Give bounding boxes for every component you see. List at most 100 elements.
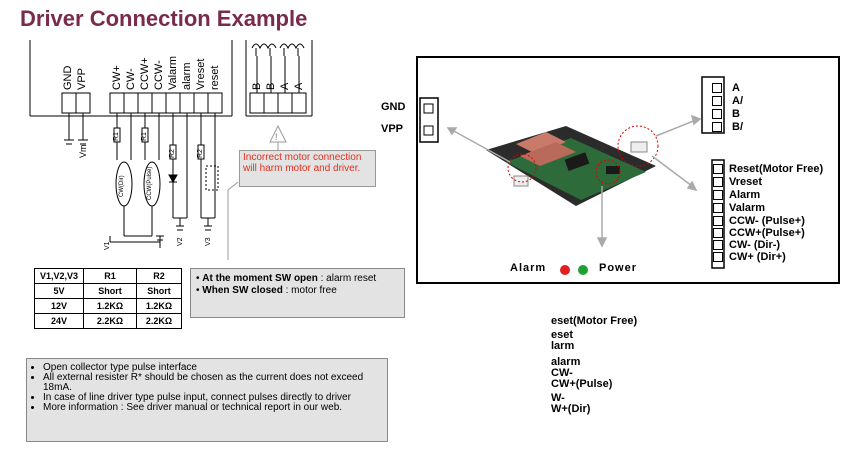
heatsink-fin-1 <box>516 132 566 154</box>
table-cell: 24V <box>34 313 84 329</box>
table-row: 24V 2.2KΩ 2.2KΩ <box>34 313 182 329</box>
label-motor-b1: B <box>251 82 263 90</box>
pin-vreset <box>713 177 723 187</box>
board-pin-label-cw-plus: CW+ (Dir+) <box>729 251 786 263</box>
alarm-label: Alarm <box>510 262 547 274</box>
label-v3: V3 <box>205 237 212 246</box>
stray-label: eset(Motor Free) <box>551 315 638 327</box>
stray-label: W+(Dir) <box>551 403 591 415</box>
table-cell: 1.2KΩ <box>136 298 182 314</box>
label-r1-b: R1 <box>141 132 148 141</box>
highlight-leds <box>595 159 621 185</box>
board-pin-label-alarm: Alarm <box>729 189 761 201</box>
board-pin-label-ccw-plus: CCW+(Pulse+) <box>729 227 805 239</box>
terminal-cw-minus <box>123 92 139 114</box>
pin-vpp <box>423 125 434 136</box>
board-pin-label-a-bar: A/ <box>732 95 743 107</box>
list-item: Open collector type pulse interface <box>43 363 383 373</box>
terminal-a1 <box>277 92 293 114</box>
table-header-cell: R1 <box>83 268 137 284</box>
switch-note-closed: • When SW closed : motor free <box>196 285 337 296</box>
board-illustration <box>419 76 725 269</box>
switch-note: • At the moment SW open : alarm reset • … <box>190 268 405 318</box>
pin-ccw-plus <box>713 228 723 238</box>
table-cell: 2.2KΩ <box>83 313 137 329</box>
terminal-a2 <box>291 92 307 114</box>
page-title: Driver Connection Example <box>20 6 308 31</box>
led-symbol <box>168 174 178 184</box>
switch-sw <box>205 165 219 191</box>
pin-gnd <box>423 103 434 114</box>
board-pin-label-vpp: VPP <box>381 123 404 135</box>
stray-label: CW- <box>551 367 573 379</box>
vpp-terminal <box>75 92 91 114</box>
table-header-cell: R2 <box>136 268 182 284</box>
list-item: All external resister R* should be chose… <box>43 373 383 393</box>
board-connector-right <box>630 141 648 153</box>
label-opto-cw: CW(Dir) <box>119 175 125 197</box>
gnd-terminal <box>61 92 77 114</box>
board-pin-label-reset: Reset(Motor Free) <box>729 163 824 175</box>
board-pin-label-gnd: GND <box>381 101 406 113</box>
board-connector-left <box>513 175 529 187</box>
pin-ccw-minus <box>713 216 723 226</box>
pin-a-bar <box>712 96 722 106</box>
label-ccw-plus: CCW+ <box>139 57 151 90</box>
chip <box>564 152 590 172</box>
power-label: Power <box>599 262 638 274</box>
label-motor-a2: A <box>293 82 305 90</box>
table-header-row: V1,V2,V3 R1 R2 <box>34 268 182 284</box>
resistor-table: V1,V2,V3 R1 R2 5V Short Short 12V 1.2KΩ … <box>34 268 182 329</box>
power-led <box>578 265 588 275</box>
pin-reset <box>713 164 723 174</box>
highlight-connectors <box>617 125 659 167</box>
stray-label: eset <box>551 329 574 341</box>
label-opto-ccw: CCW(Pulse) <box>147 166 153 200</box>
table-cell: Short <box>136 283 182 299</box>
label-reset: reset <box>209 65 221 90</box>
terminal-alarm <box>179 92 195 114</box>
coil-a <box>279 43 305 50</box>
board-pin-label-cw-minus: CW- (Dir-) <box>729 239 781 251</box>
label-vreset: Vreset <box>195 58 207 90</box>
label-gnd: GND <box>62 65 74 90</box>
terminal-ccw-plus <box>137 92 153 114</box>
label-vpp: VPP <box>76 67 88 90</box>
pin-alarm <box>713 190 723 200</box>
alarm-led <box>560 265 570 275</box>
board-pin-label-ccw-minus: CCW- (Pulse+) <box>729 215 805 227</box>
board-pin-label-a: A <box>732 82 740 94</box>
stray-label: CW+(Pulse) <box>551 378 613 390</box>
label-r1-a: R1 <box>113 132 120 141</box>
pin-cw-plus <box>713 252 723 262</box>
stray-label: W- <box>551 392 565 404</box>
terminal-valarm <box>165 92 181 114</box>
highlight-power <box>507 153 537 183</box>
table-cell: 1.2KΩ <box>83 298 137 314</box>
label-cw-minus: CW- <box>125 68 137 90</box>
pin-valarm <box>713 203 723 213</box>
coil-b <box>251 43 277 50</box>
terminal-cw-plus <box>109 92 125 114</box>
terminal-b2 <box>263 92 279 114</box>
warning-symbol-text: ! <box>275 132 278 142</box>
table-header-cell: V1,V2,V3 <box>34 268 84 284</box>
terminal-vreset <box>193 92 209 114</box>
table-row: 5V Short Short <box>34 283 182 299</box>
label-motor-b2: B <box>265 82 277 90</box>
label-r2-b: R2 <box>197 149 204 158</box>
pin-cw-minus <box>713 240 723 250</box>
switch-note-open: • At the moment SW open : alarm reset <box>196 273 377 284</box>
table-cell: 12V <box>34 298 84 314</box>
label-valarm: Valarm <box>167 55 179 90</box>
label-alarm: alarm <box>181 62 193 90</box>
warning-callout: Incorrect motor connection will harm mot… <box>239 150 376 187</box>
table-cell: 2.2KΩ <box>136 313 182 329</box>
label-vm: Vm <box>78 144 88 159</box>
table-row: 12V 1.2KΩ 1.2KΩ <box>34 298 182 314</box>
label-v2: V2 <box>177 237 184 246</box>
board-pin-label-b: B <box>732 108 740 120</box>
pin-a <box>712 83 722 93</box>
board-pin-label-vreset: Vreset <box>729 176 763 188</box>
chip-small <box>606 166 620 174</box>
